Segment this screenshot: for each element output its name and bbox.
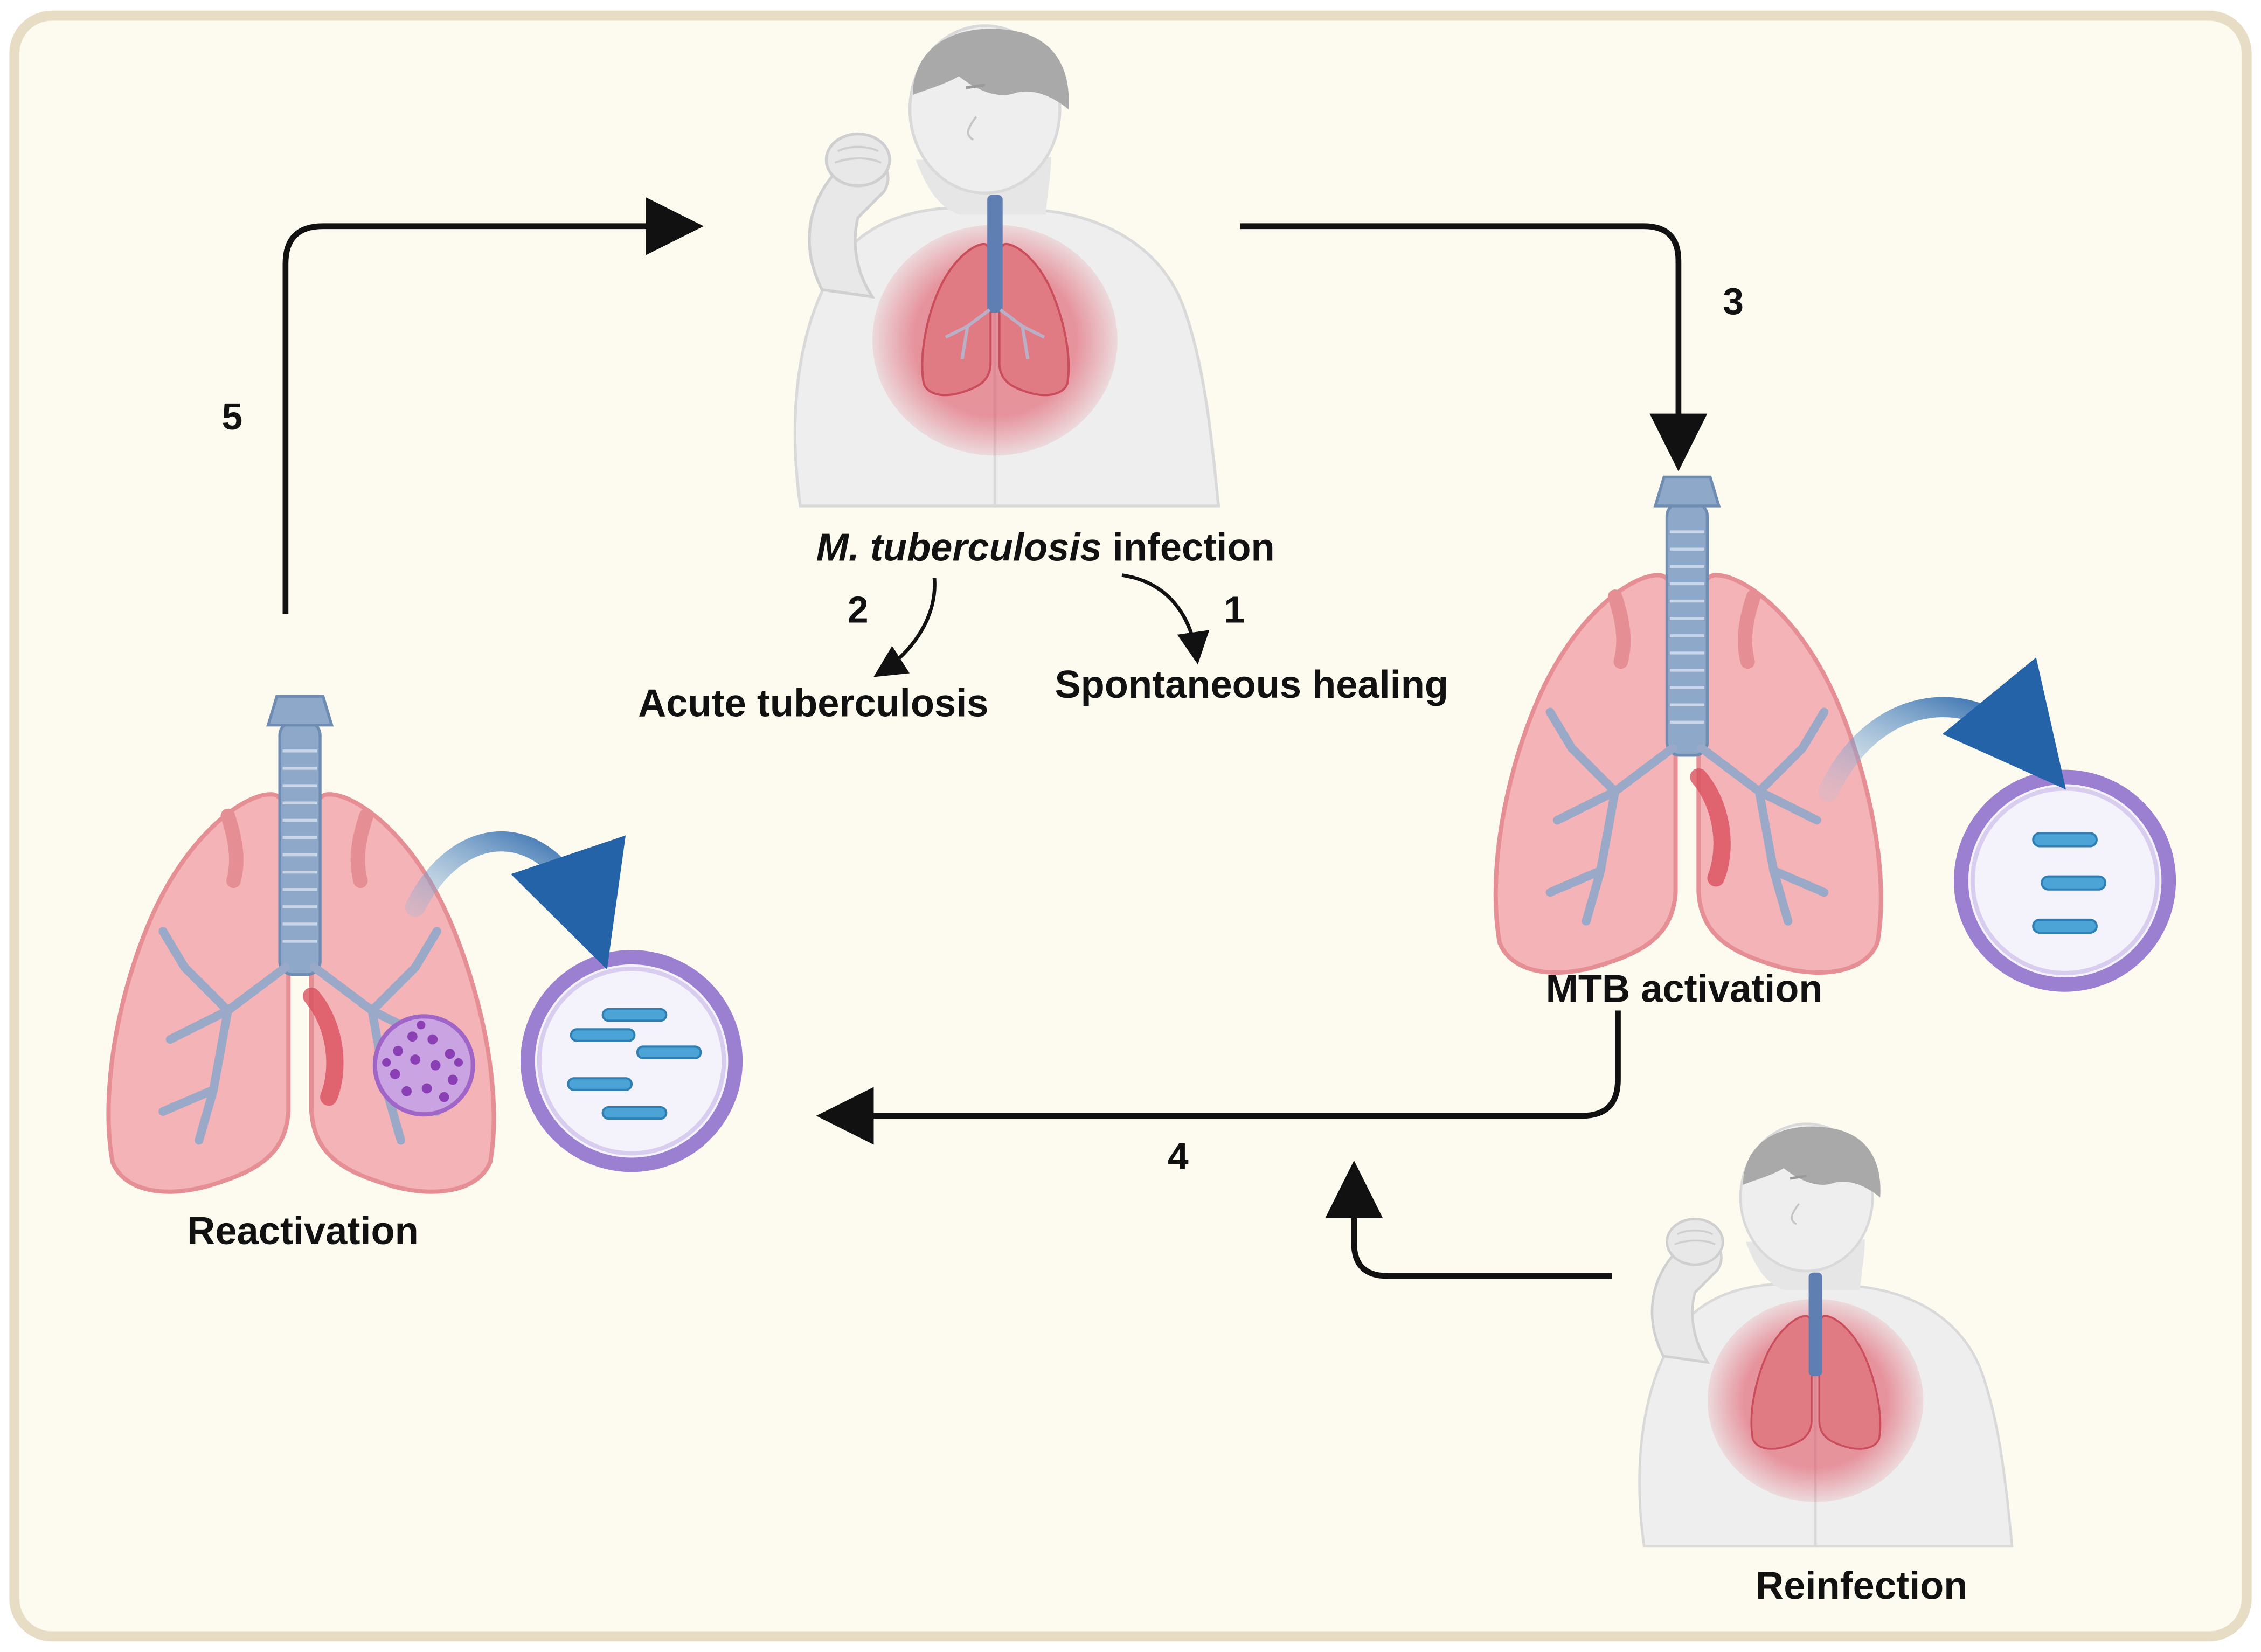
step-number-1: 1 [1224, 589, 1245, 631]
arrow-step-3 [1240, 223, 1708, 471]
activation-zoom-arrow [1818, 657, 2066, 802]
arrow-reinfection [1325, 1160, 1612, 1279]
step-number-4: 4 [1168, 1135, 1189, 1177]
activation-bacteria-icon [1961, 777, 2168, 984]
activation-label: MTB activation [1546, 967, 1823, 1010]
healing-label: Spontaneous healing [1055, 663, 1448, 706]
reactivation-label: Reactivation [187, 1210, 419, 1253]
acute-tb-label: Acute tuberculosis [638, 682, 988, 725]
infection-label: M. tuberculosis infection [816, 526, 1275, 570]
reinfected-person-icon [1640, 1124, 2013, 1546]
reinfection-label: Reinfection [1756, 1564, 1967, 1607]
infection-label-rest: infection [1102, 526, 1275, 570]
arrow-step-5 [282, 197, 704, 614]
reactivation-bacteria-icon [528, 957, 735, 1165]
arrow-step-4 [816, 1010, 1621, 1145]
infection-label-italic: M. tuberculosis [816, 526, 1102, 570]
infected-person-icon [795, 26, 1218, 506]
arrow-step-2 [873, 578, 937, 677]
reactivation-zoom-arrow [405, 831, 626, 970]
step-number-3: 3 [1723, 280, 1744, 322]
step-number-2: 2 [848, 589, 869, 631]
step-number-5: 5 [221, 395, 242, 438]
granuloma-icon [372, 1014, 475, 1117]
arrow-step-1 [1121, 573, 1210, 665]
